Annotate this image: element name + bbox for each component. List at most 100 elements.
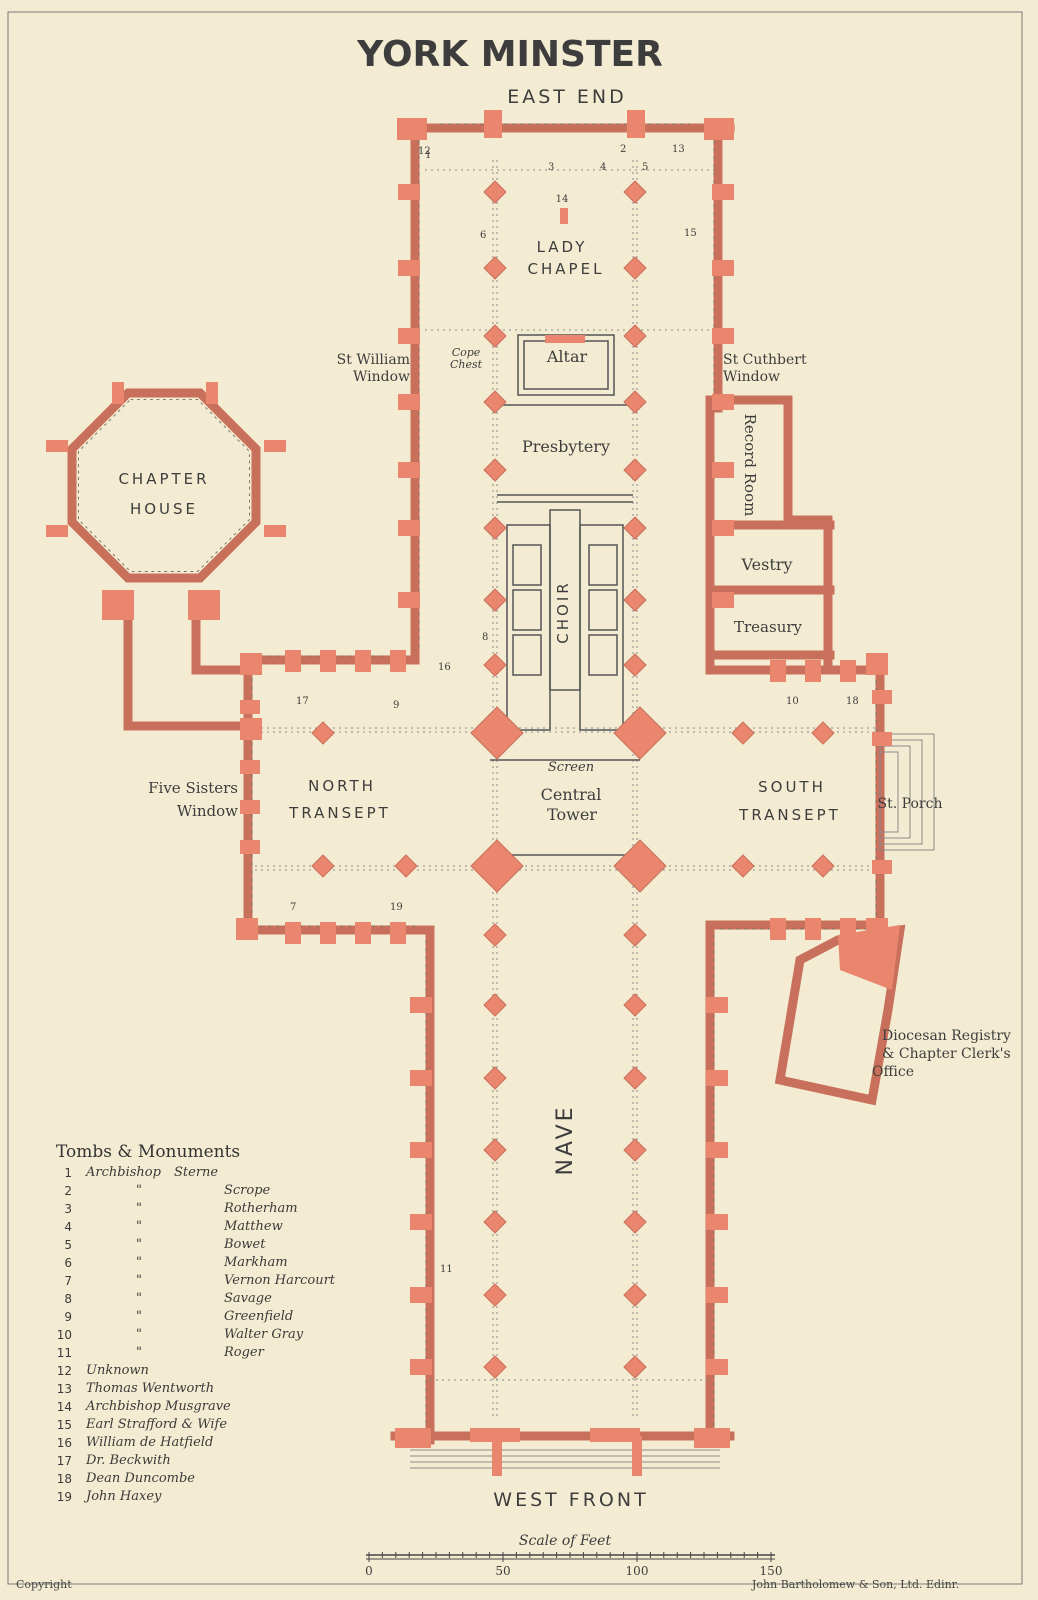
south-porch-label: St. Porch xyxy=(878,796,943,812)
west-front-label: WEST FRONT xyxy=(493,1489,648,1511)
nave-pier xyxy=(623,923,647,947)
treasury-label: Treasury xyxy=(734,618,803,636)
legend-item-name: Greenfield xyxy=(224,1309,294,1324)
choir-pier xyxy=(623,653,647,677)
buttress xyxy=(706,1142,728,1158)
legend-item-number: 17 xyxy=(56,1454,72,1468)
buttress xyxy=(410,997,432,1013)
legend-item-name: Dr. Beckwith xyxy=(86,1453,171,1468)
legend-item-prefix: " xyxy=(136,1345,142,1360)
legend-item-number: 8 xyxy=(64,1292,72,1306)
nave-pier xyxy=(483,1066,507,1090)
buttress xyxy=(840,918,856,940)
buttress xyxy=(872,732,892,746)
legend-item: 11"Roger xyxy=(56,1344,356,1362)
five-sisters-label-1: Five Sisters xyxy=(148,779,238,797)
legend-item-number: 18 xyxy=(56,1472,72,1486)
buttress xyxy=(866,918,888,940)
buttress xyxy=(46,440,68,452)
aisle-lines xyxy=(255,160,880,1420)
buttresses xyxy=(46,110,892,1476)
buttress xyxy=(264,440,286,452)
marker-3: 3 xyxy=(548,162,554,173)
marker-19: 19 xyxy=(390,902,403,913)
monument-markers: 1 2 3 4 5 6 7 8 9 10 11 12 13 14 15 16 1… xyxy=(290,144,859,1275)
chapter-house-outline xyxy=(67,388,261,583)
buttress xyxy=(706,1070,728,1086)
buttress xyxy=(627,110,645,138)
buttress xyxy=(398,260,420,276)
buttress xyxy=(264,525,286,537)
marker-8: 8 xyxy=(482,632,488,643)
north-transept-label-1: NORTH xyxy=(308,777,376,795)
legend-item: 9"Greenfield xyxy=(56,1308,356,1326)
buttress xyxy=(240,718,262,740)
legend-item-name: Unknown xyxy=(86,1363,149,1378)
marker-2: 2 xyxy=(620,144,626,155)
buttress xyxy=(112,382,124,404)
record-room-label: Record Room xyxy=(741,414,759,517)
altar-block xyxy=(545,335,585,343)
buttress xyxy=(410,1359,432,1375)
legend-item-prefix: " xyxy=(136,1273,142,1288)
legend-item-number: 12 xyxy=(56,1364,72,1378)
buttress xyxy=(712,592,734,608)
buttress xyxy=(712,328,734,344)
choir-pier xyxy=(623,324,647,348)
presbytery-label: Presbytery xyxy=(522,437,610,456)
altar-label: Altar xyxy=(546,347,588,366)
nave-pier xyxy=(623,1138,647,1162)
buttress xyxy=(236,918,258,940)
legend-item-number: 15 xyxy=(56,1418,72,1432)
buttress xyxy=(410,1142,432,1158)
diocesan-label-1: Diocesan Registry xyxy=(882,1028,1011,1044)
legend-item-prefix: " xyxy=(136,1201,142,1216)
legend-item-name: Sterne xyxy=(174,1165,219,1180)
buttress xyxy=(712,520,734,536)
legend-item: 4 " Matthew xyxy=(56,1218,356,1236)
choir-pier xyxy=(483,458,507,482)
cope-chest-label-1: Cope xyxy=(452,346,481,359)
st-cuthbert-label-2: Window xyxy=(723,369,780,385)
legend-item: 2"Scrope xyxy=(56,1182,356,1200)
central-tower-label-1: Central xyxy=(541,785,602,804)
buttress xyxy=(805,660,821,682)
buttress xyxy=(390,650,406,672)
legend-item-number: 6 xyxy=(64,1256,72,1270)
choir-pier xyxy=(483,588,507,612)
marker-7: 7 xyxy=(290,902,296,913)
buttress xyxy=(805,918,821,940)
buttress xyxy=(206,382,218,404)
buttress xyxy=(398,520,420,536)
choir-pier xyxy=(623,390,647,414)
legend-item-prefix: Archbishop xyxy=(86,1165,161,1180)
legend-item: 17 Dr. Beckwith xyxy=(56,1452,356,1470)
buttress xyxy=(770,918,786,940)
legend-item-name: Matthew xyxy=(224,1219,283,1234)
legend-item-name: John Haxey xyxy=(86,1489,162,1504)
buttress xyxy=(240,760,260,774)
legend-item: 6"Markham xyxy=(56,1254,356,1272)
choir-label: CHOIR xyxy=(554,580,572,643)
buttress xyxy=(285,922,301,944)
transept-pier xyxy=(811,854,835,878)
buttress xyxy=(46,525,68,537)
buttress xyxy=(390,922,406,944)
marker-14: 14 xyxy=(556,194,569,205)
buttress xyxy=(492,1436,502,1476)
nave-pier xyxy=(483,993,507,1017)
st-william-label-1: St William xyxy=(337,352,410,368)
transept-pier xyxy=(311,721,335,745)
legend-item-prefix: " xyxy=(136,1219,142,1234)
marker-10: 10 xyxy=(786,696,799,707)
choir-pier xyxy=(623,588,647,612)
buttress xyxy=(398,394,420,410)
legend-item-number: 4 xyxy=(64,1220,72,1234)
diocesan-registry-outline xyxy=(774,924,906,1106)
